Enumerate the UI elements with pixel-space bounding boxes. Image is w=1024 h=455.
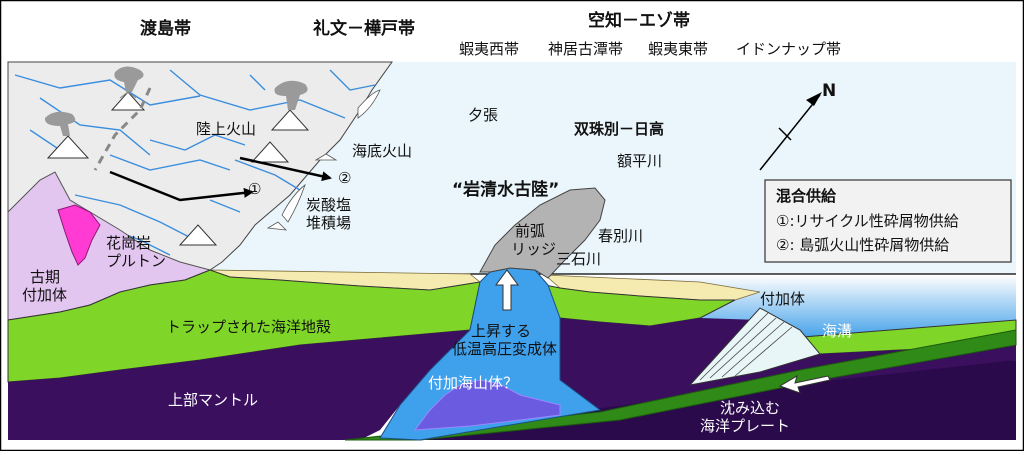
- compass-tick: [778, 127, 792, 141]
- compass-line: [759, 94, 821, 171]
- compass-arrow-icon: [806, 92, 822, 106]
- label-upper-mantle: 上部マントル: [168, 391, 258, 409]
- carbonate-lens: [357, 89, 381, 119]
- upper-mantle: [8, 330, 470, 440]
- label-mark-2: ②: [338, 169, 351, 187]
- exhumation-arrow: [495, 269, 519, 311]
- label-carbonate-1: 炭酸塩: [306, 196, 351, 214]
- accretionary-wedge: [688, 307, 821, 386]
- label-rising-2: 低温高圧変成体: [452, 340, 557, 358]
- granite-pluton: [57, 204, 101, 266]
- compass-north-label: N: [822, 81, 836, 101]
- label-land-volcano: 陸上火山: [196, 120, 256, 138]
- label-trapped-crust: トラップされた海洋地殻: [166, 318, 331, 336]
- label-granite-1: 花崗岩: [106, 234, 151, 252]
- label-seamount: 付加海山体？: [428, 374, 518, 392]
- label-nukabira: 額平川: [617, 152, 662, 170]
- label-carbonate-2: 堆積場: [306, 214, 351, 232]
- oceanic-crust-right: [544, 284, 736, 327]
- sediment-supply-arrow-2: [239, 156, 332, 182]
- accretionary-wedge-lines: [699, 312, 793, 381]
- carbonate-lens: [281, 183, 306, 223]
- label-mitsuishi: 三石川: [556, 250, 601, 268]
- label-shunbetsu: 春別川: [598, 227, 643, 245]
- label-old-accretion-1: 古期: [30, 268, 60, 286]
- legend-item-1: ①:リサイクル性砕屑物供給: [776, 212, 959, 230]
- forearc-ridge: [479, 187, 606, 279]
- accreted-seamount: [413, 379, 561, 431]
- sub-belt-ezo-east: 蝦夷東帯: [648, 40, 708, 58]
- eruption-plumes: [44, 66, 308, 136]
- sub-belt-kamuikotan: 神居古潭帯: [548, 40, 623, 58]
- label-soshubetsu-hidaka: 双珠別－日高: [574, 120, 664, 138]
- label-subduct-1: 沈み込む: [720, 399, 780, 417]
- volcano-icons: [46, 91, 310, 246]
- label-iwashimizu: “岩清水古陸”: [452, 179, 559, 200]
- subduction-arrow: [778, 374, 831, 394]
- submarine-volcano-icon: [314, 153, 338, 161]
- subducting-plate: [344, 329, 1017, 441]
- label-forearc-2: リッジ: [511, 240, 556, 258]
- label-granite-2: プルトン: [106, 252, 166, 270]
- legend-box: [764, 179, 1012, 263]
- label-forearc-1: 前弧: [515, 222, 545, 240]
- label-old-accretion-2: 付加体: [22, 286, 67, 304]
- legend-title: 混合供給: [776, 187, 837, 205]
- label-subduct-2: 海洋プレート: [700, 417, 790, 435]
- label-trench: 海溝: [822, 322, 852, 340]
- label-rising-1: 上昇する: [471, 322, 531, 340]
- carbonate-lens: [266, 221, 288, 231]
- label-mark-1: ①: [248, 180, 261, 198]
- sub-belt-idonnappu: イドンナップ帯: [736, 40, 841, 58]
- sub-belt-ezo-west: 蝦夷西帯: [459, 40, 519, 58]
- label-accretion: 付加体: [760, 290, 805, 308]
- sediment-supply-arrow-1: [109, 170, 254, 202]
- label-submarine-volcano: 海底火山: [352, 142, 412, 160]
- belt-oshima: 渡島帯: [140, 18, 191, 39]
- legend-item-2: ②: 島弧火山性砕屑物供給: [776, 236, 949, 254]
- label-yubari: 夕張: [468, 106, 498, 124]
- belt-rebun-kabato: 礼文－樺戸帯: [313, 18, 415, 39]
- belt-sorachi-ezo: 空知－エゾ帯: [588, 10, 690, 31]
